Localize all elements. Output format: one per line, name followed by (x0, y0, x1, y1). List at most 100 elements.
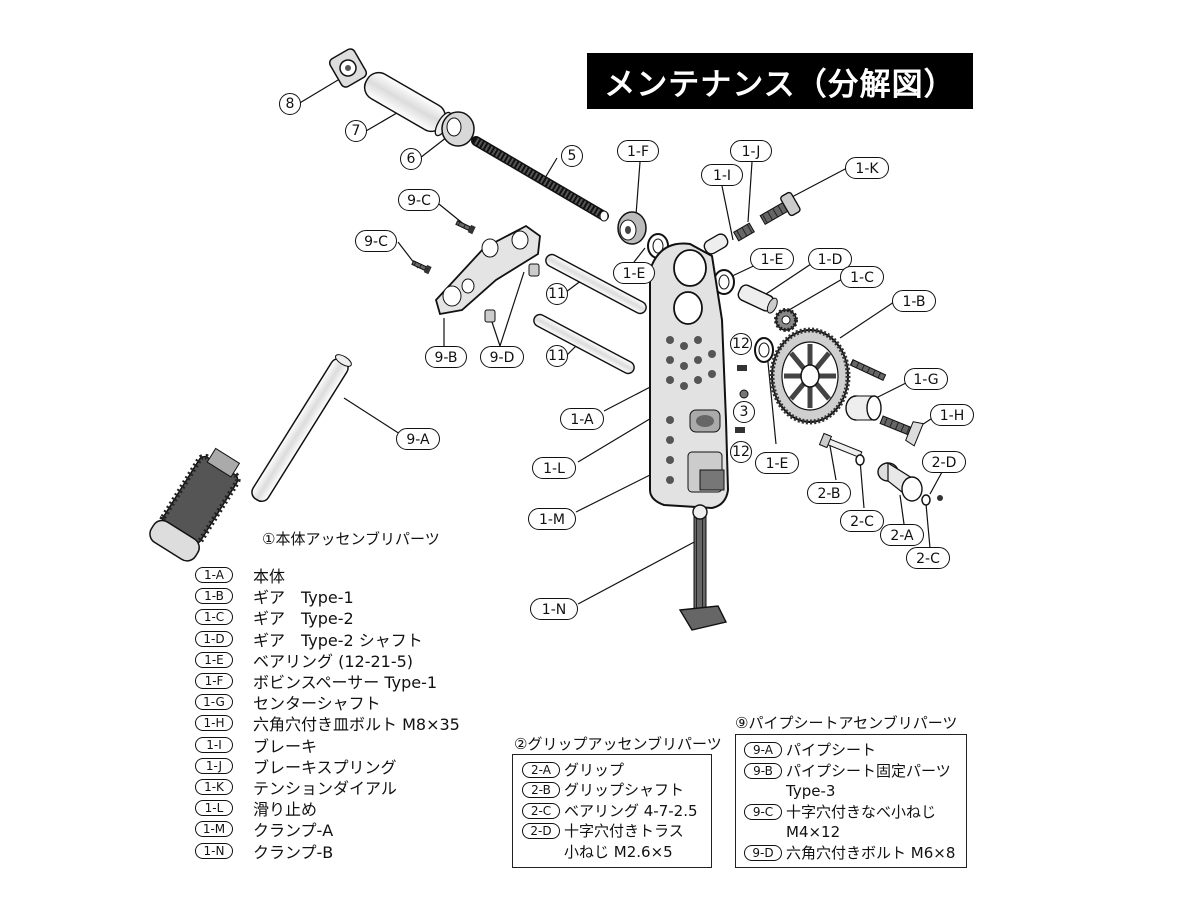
legend-pipe-title: ⑨パイプシートアセンブリパーツ (735, 714, 958, 732)
part-name: 本体 (253, 567, 286, 586)
legend-grip-box (512, 754, 712, 868)
large-gear-part (769, 327, 851, 425)
grip-bearing-part-b (921, 494, 931, 506)
part-name: 六角穴付きボルト M6×8 (786, 844, 956, 862)
label-9-C-b: 9-C (355, 230, 397, 252)
tube-part (363, 71, 452, 137)
label-1-L: 1-L (532, 457, 576, 479)
label-9-D: 9-D (480, 346, 524, 368)
label-1-H: 1-H (930, 404, 974, 426)
gear-shaft-part (737, 284, 778, 314)
part-code-badge: 2-C (522, 802, 560, 819)
part-name: クランプ-A (253, 821, 334, 841)
label-part-11-a: 11 (546, 283, 568, 305)
part-code-badge: 9-D (744, 845, 782, 861)
part-code-badge: 1-L (195, 800, 233, 817)
label-1-D: 1-D (808, 248, 852, 270)
part-code-badge: 1-D (195, 630, 233, 647)
label-1-K: 1-K (845, 157, 889, 179)
countersunk-bolt-part (879, 415, 924, 447)
rod-part-b (533, 313, 635, 375)
part-code-badge: 1-C (195, 609, 233, 626)
label-1-E-top: 1-E (613, 262, 655, 284)
part-name-continued: Type-3 (786, 782, 836, 801)
label-part-7: 7 (345, 120, 367, 142)
part-name: 十字穴付きなべ小ねじ (786, 802, 937, 821)
label-part-12-b: 12 (730, 441, 752, 463)
label-1-G: 1-G (904, 368, 948, 390)
label-part-6: 6 (400, 148, 422, 170)
pan-screw-part-b (411, 260, 432, 275)
part-name: テンションダイアル (253, 779, 397, 798)
part-code-badge: 9-A (744, 742, 782, 758)
small-screw-part-c (735, 427, 745, 433)
end-cap-nut-part (328, 48, 368, 88)
part-code-badge: 9-C (744, 803, 782, 820)
part-code-badge: 1-B (195, 588, 233, 605)
label-2-B: 2-B (807, 482, 851, 504)
part-code-badge: 1-M (195, 821, 233, 838)
label-1-C: 1-C (840, 266, 884, 288)
part-code-badge: 1-E (195, 651, 233, 668)
part-name: ベアリング 4-7-2.5 (564, 801, 698, 820)
label-2-C-b: 2-C (906, 547, 950, 569)
pan-screw-part-a (455, 220, 476, 235)
small-screw-part-b (739, 389, 749, 399)
label-part-11-b: 11 (546, 345, 568, 367)
rod-part-a (545, 253, 647, 315)
part-name: ボビンスペーサー Type-1 (253, 673, 438, 692)
label-1-I: 1-I (701, 164, 743, 186)
tension-dial-part (759, 191, 801, 226)
legend-body-row: 1-J ブレーキスプリング (195, 755, 397, 777)
part-name: ブレーキ (253, 736, 318, 756)
part-name: グリップ (564, 761, 625, 779)
bobbin-spacer-part (617, 211, 647, 245)
part-code-badge: 1-J (195, 757, 233, 774)
part-name: 滑り止め (253, 800, 318, 820)
part-name: センターシャフト (253, 694, 381, 714)
label-2-A: 2-A (880, 524, 924, 546)
dome-cap-part (441, 111, 475, 147)
gear-screw-part (849, 359, 887, 381)
part-name: ブレーキスプリング (253, 757, 397, 777)
pipe-seat-fixing-part (434, 224, 541, 316)
legend-body-row: 1-M クランプ-A (195, 818, 333, 840)
label-9-C-a: 9-C (398, 189, 440, 211)
part-code-badge: 2-D (522, 823, 560, 840)
label-1-F: 1-F (617, 140, 659, 162)
pipe-seat-part (149, 354, 352, 562)
label-1-M: 1-M (528, 508, 576, 530)
part-name: 六角穴付き皿ボルト M8×35 (253, 715, 460, 735)
small-gear-part (774, 308, 798, 332)
main-body-part (649, 242, 730, 510)
bearing-part-c (754, 337, 774, 363)
part-code-badge: 2-A (522, 762, 560, 778)
label-1-N: 1-N (530, 598, 578, 620)
label-1-E-low: 1-E (755, 452, 799, 474)
label-9-B: 9-B (425, 346, 467, 368)
threaded-rod-part (471, 136, 609, 222)
label-1-A: 1-A (560, 408, 604, 430)
label-2-D: 2-D (922, 451, 966, 473)
part-name: グリップシャフト (564, 781, 685, 800)
part-name: 十字穴付きトラス (564, 822, 684, 841)
part-code-badge: 1-G (195, 694, 233, 711)
page-title: メンテナンス（分解図） (587, 53, 973, 109)
